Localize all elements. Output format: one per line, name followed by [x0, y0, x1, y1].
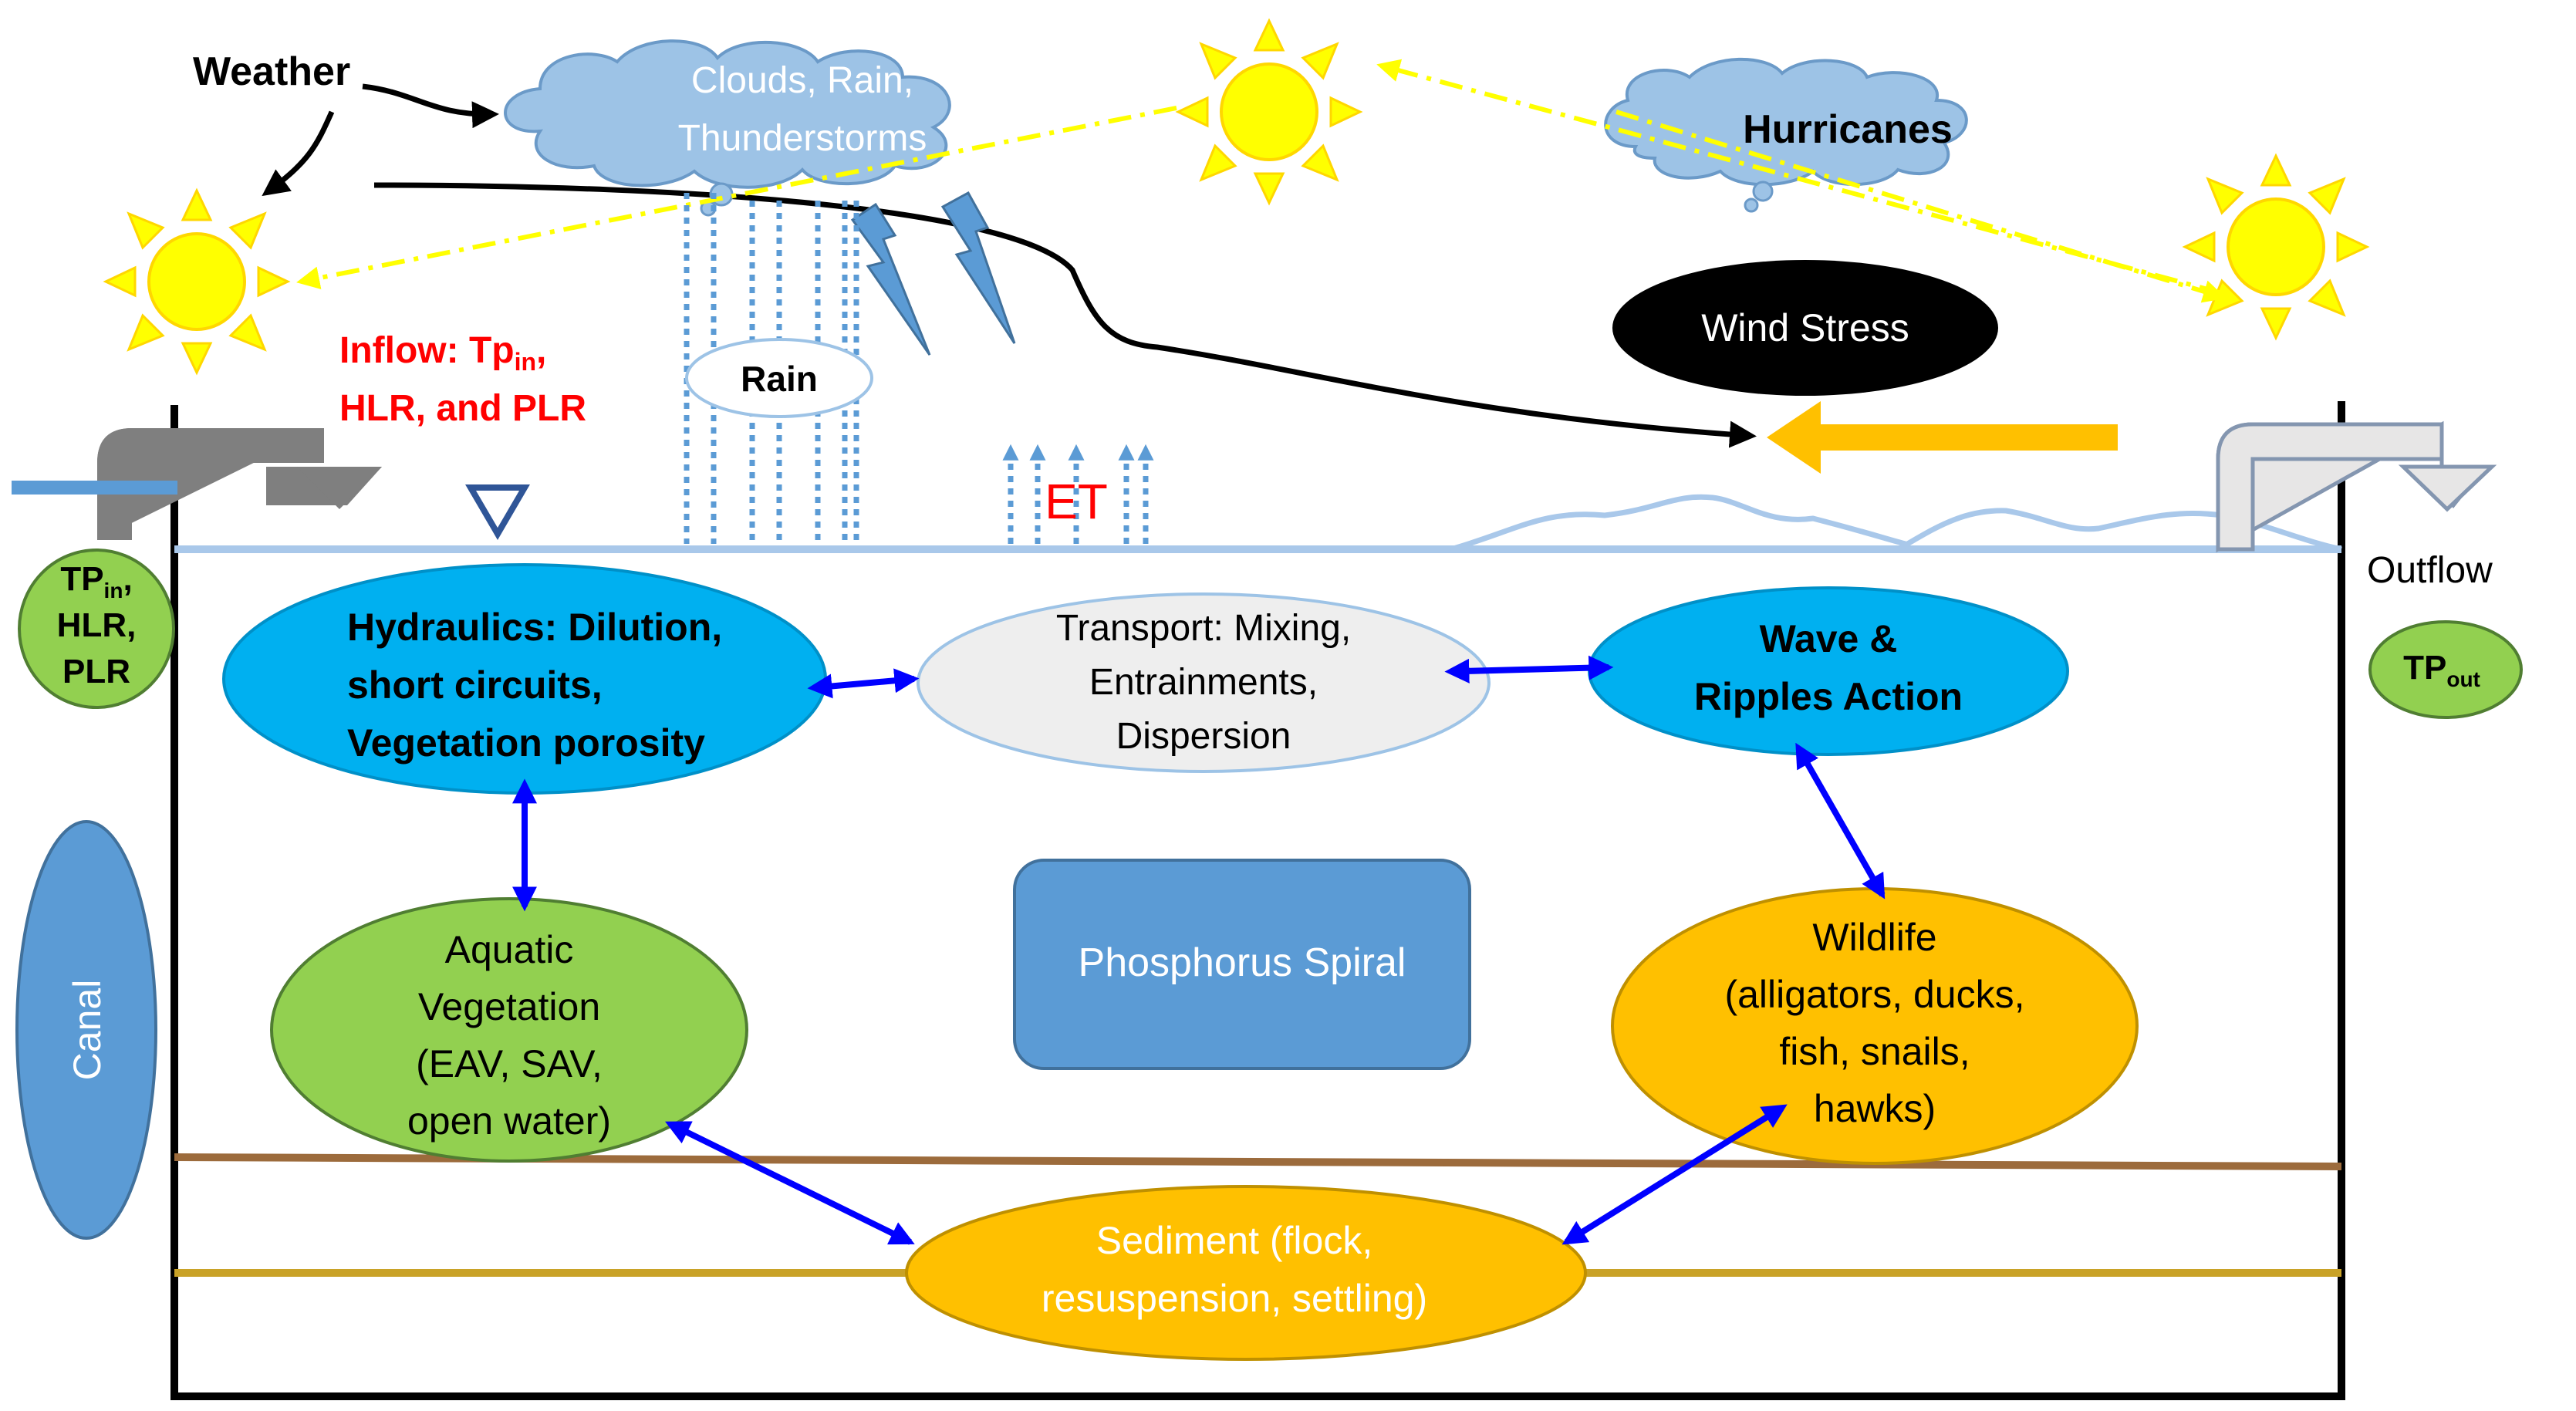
wind-arrow [1767, 401, 2118, 474]
tp-in-oval [18, 549, 175, 709]
hurricanes-label: Hurricanes [1743, 107, 1953, 152]
aquatic-line1: Aquatic [445, 928, 574, 971]
sediment-line2: resuspension, settling) [1042, 1277, 1427, 1320]
sun-icon-right [2182, 153, 2370, 341]
phosphorus-spiral-label: Phosphorus Spiral [1079, 940, 1406, 985]
sediment-oval [905, 1185, 1587, 1361]
rain-label-oval [685, 338, 873, 418]
wave-line2: Ripples Action [1694, 675, 1963, 718]
wildlife-line3: fish, snails, [1779, 1030, 1970, 1073]
inflow-label-line2: HLR, and PLR [339, 388, 586, 429]
arrow-aquatic-sediment [665, 1121, 915, 1245]
tp-in-line3: PLR [62, 653, 130, 690]
wildlife-line2: (alligators, ducks, [1724, 973, 2024, 1016]
et-label: ET [1045, 474, 1108, 529]
rain-label: Rain [741, 359, 818, 399]
wave-ripples-oval [1588, 586, 2069, 756]
hydraulics-line2: short circuits, [347, 663, 603, 707]
lightning-bolt-icon-2 [940, 191, 1016, 344]
tp-out-label: TPout [2403, 649, 2480, 691]
wildlife-line1: Wildlife [1812, 916, 1936, 959]
sediment-line1: Sediment (flock, [1096, 1219, 1372, 1262]
transport-line1: Transport: Mixing, [1056, 608, 1351, 649]
hydraulics-line1: Hydraulics: Dilution, [347, 606, 722, 649]
weather-label: Weather [193, 49, 350, 94]
arrow-wave-wildlife [1795, 742, 1886, 900]
clouds-label-line2: Thunderstorms [678, 118, 927, 159]
wildlife-line4: hawks) [1814, 1087, 1936, 1130]
wind-stress-oval [1612, 260, 1998, 396]
inflow-label-line1: Inflow: Tpin, [339, 330, 546, 376]
canal-label: Canal [66, 980, 109, 1081]
hurricane-cloud-icon [1604, 57, 1968, 213]
tp-out-oval [2368, 620, 2523, 719]
tp-in-line1: TPin, [60, 560, 132, 603]
aquatic-vegetation-oval [270, 897, 748, 1163]
inflow-pipe-arrowhead [297, 467, 382, 509]
aquatic-line4: open water) [407, 1099, 611, 1143]
basin-outline [170, 401, 2345, 1400]
surface-waves [1450, 494, 2342, 552]
canal-oval [15, 820, 157, 1240]
outflow-label: Outflow [2367, 550, 2493, 591]
water-level-marker-icon [465, 484, 530, 540]
lightning-bolt-icon-1 [850, 202, 931, 356]
transport-line3: Dispersion [1116, 716, 1291, 757]
sun-icon-center [1175, 18, 1363, 206]
transport-line2: Entrainments, [1089, 662, 1318, 703]
sunlight-arrow-right [1615, 110, 2227, 303]
et-arrows [1002, 444, 1154, 544]
wave-line1: Wave & [1760, 617, 1898, 660]
hydraulics-line3: Vegetation porosity [347, 721, 705, 765]
sunlight-arrow-center [1376, 59, 2223, 295]
tp-in-line2: HLR, [57, 606, 137, 644]
arrow-transport-wave [1444, 655, 1614, 684]
inflow-pipe [97, 428, 382, 540]
outflow-pipe [2216, 420, 2497, 553]
sunlight-arrow-left [296, 106, 1177, 290]
sun-icon-left [103, 187, 291, 376]
wind-stress-label: Wind Stress [1701, 306, 1909, 349]
arrow-wildlife-sediment [1561, 1104, 1788, 1245]
phosphorus-spiral-box [1013, 859, 1471, 1070]
aquatic-line2: Vegetation [418, 985, 600, 1028]
weather-to-sun-arrow [262, 110, 335, 197]
aquatic-line3: (EAV, SAV, [416, 1042, 603, 1085]
arrow-hydraulics-transport [807, 668, 920, 699]
clouds-label-line1: Clouds, Rain, [691, 60, 913, 101]
weather-to-clouds-arrow [362, 83, 499, 129]
